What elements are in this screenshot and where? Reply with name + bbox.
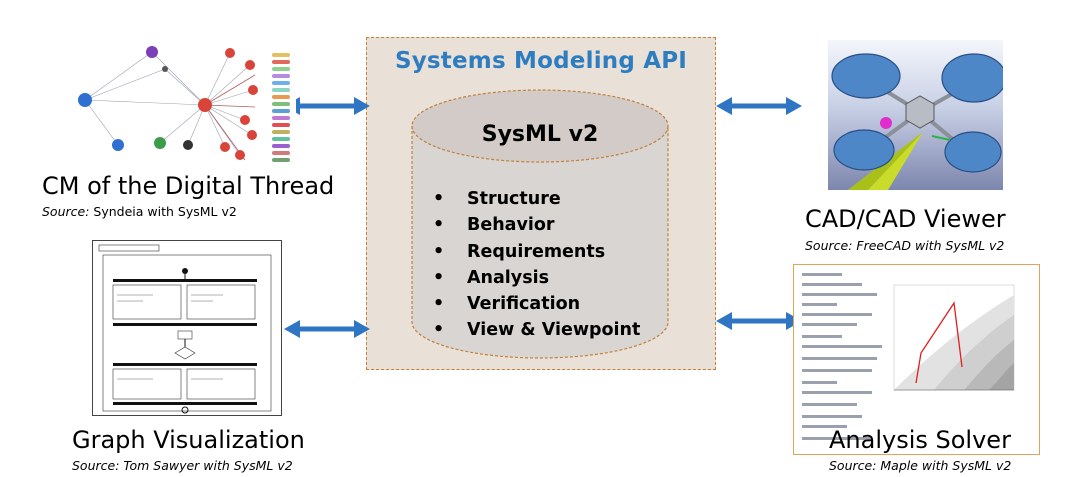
cad-viewer-image bbox=[828, 40, 1003, 190]
feature-item: Behavior bbox=[433, 212, 640, 239]
analysis-source: Source: Maple with SysML v2 bbox=[829, 458, 1012, 473]
double-arrow-icon bbox=[284, 320, 370, 338]
graph-source: Source: Tom Sawyer with SysML v2 bbox=[72, 458, 293, 473]
graph-title: Graph Visualization bbox=[72, 426, 305, 454]
feature-list: Structure Behavior Requirements Analysis… bbox=[433, 186, 640, 344]
double-arrow-icon bbox=[716, 97, 802, 115]
thread-source: Source: Syndeia with SysML v2 bbox=[42, 204, 237, 219]
cad-source: Source: FreeCAD with SysML v2 bbox=[805, 238, 1005, 253]
thread-source-text: Syndeia with SysML v2 bbox=[93, 204, 237, 219]
api-title: Systems Modeling API bbox=[394, 48, 688, 74]
cad-title: CAD/CAD Viewer bbox=[805, 205, 1006, 233]
feature-item: Verification bbox=[433, 291, 640, 318]
feature-item: Analysis bbox=[433, 265, 640, 292]
feature-item: Requirements bbox=[433, 239, 640, 266]
analysis-title: Analysis Solver bbox=[829, 426, 1011, 454]
digital-thread-image bbox=[40, 35, 296, 165]
thread-source-prefix: Source: bbox=[42, 204, 90, 219]
double-arrow-icon bbox=[716, 312, 802, 330]
graph-visualization-image bbox=[92, 240, 282, 416]
double-arrow-icon bbox=[284, 97, 370, 115]
thread-title: CM of the Digital Thread bbox=[42, 172, 335, 200]
analysis-solver-image bbox=[793, 264, 1040, 455]
feature-item: View & Viewpoint bbox=[433, 317, 640, 344]
cylinder-label: SysML v2 bbox=[481, 122, 599, 147]
feature-item: Structure bbox=[433, 186, 640, 213]
